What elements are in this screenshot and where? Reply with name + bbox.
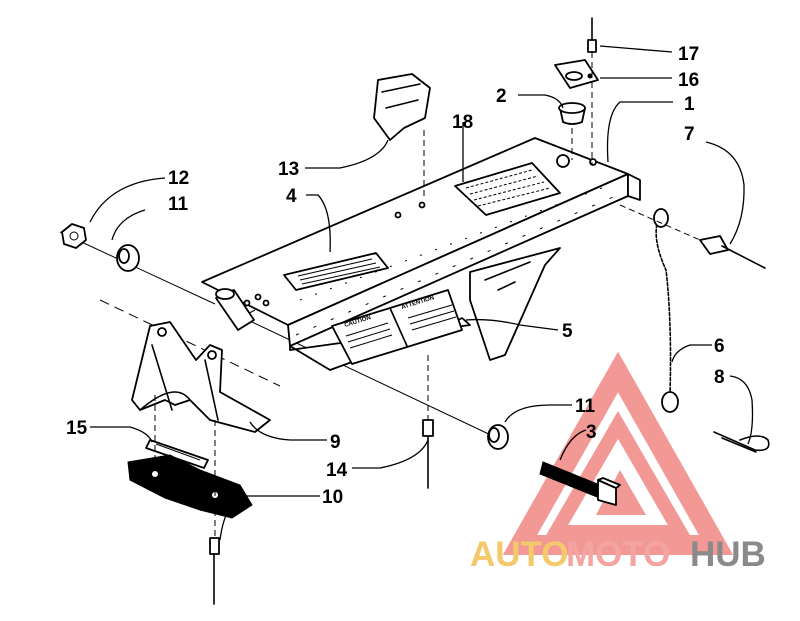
callout-12: 12 xyxy=(168,168,189,189)
callout-1: 1 xyxy=(684,94,695,115)
hole xyxy=(418,201,426,209)
clip-13 xyxy=(373,73,431,200)
plate-rivets xyxy=(295,184,621,336)
safety-cable xyxy=(653,208,679,413)
rivet-17 xyxy=(587,17,597,165)
watermark-auto: AUTO xyxy=(470,535,569,574)
strap-15 xyxy=(145,439,209,469)
callout-11a: 11 xyxy=(168,194,189,215)
decal-4 xyxy=(283,252,389,291)
cable-bracket xyxy=(554,59,599,89)
watermark-logo xyxy=(502,351,734,555)
grommet xyxy=(558,102,586,160)
hair-pin-clip-8 xyxy=(713,431,770,453)
mounting-pad xyxy=(127,395,253,540)
callout-13: 13 xyxy=(278,159,299,180)
callout-15: 15 xyxy=(66,418,88,439)
callout-11b: 11 xyxy=(575,396,596,417)
grommet-hole xyxy=(556,154,570,168)
nut-12 xyxy=(61,223,87,249)
decal-18 xyxy=(454,162,561,216)
callout-18: 18 xyxy=(452,112,473,133)
callout-6: 6 xyxy=(714,336,725,357)
callout-10: 10 xyxy=(322,487,343,508)
callout-14: 14 xyxy=(326,460,348,481)
callout-5: 5 xyxy=(562,321,573,342)
watermark-text: AUTO MOTO HUB xyxy=(470,535,766,574)
callout-9: 9 xyxy=(330,432,341,453)
callouts: 1 2 3 4 5 6 7 8 9 10 11 11 12 13 14 15 1… xyxy=(66,44,725,508)
callout-7: 7 xyxy=(684,124,695,145)
bushing-11-right xyxy=(487,424,509,450)
rivet-14 xyxy=(422,355,434,489)
watermark-moto: MOTO xyxy=(566,535,670,574)
bushing-11-left xyxy=(116,244,140,272)
watermark-hub: HUB xyxy=(690,535,766,574)
bolt-3 xyxy=(539,461,621,506)
leader-lines xyxy=(89,45,754,541)
pin-7 xyxy=(619,204,766,269)
callout-4: 4 xyxy=(286,186,297,207)
callout-3: 3 xyxy=(586,422,597,443)
callout-16: 16 xyxy=(678,70,699,91)
callout-8: 8 xyxy=(714,367,725,388)
rivet-10 xyxy=(209,537,220,605)
spacer-tube xyxy=(215,288,255,331)
callout-2: 2 xyxy=(496,86,507,107)
callout-17: 17 xyxy=(678,44,699,65)
a-frame-bracket xyxy=(131,321,271,433)
